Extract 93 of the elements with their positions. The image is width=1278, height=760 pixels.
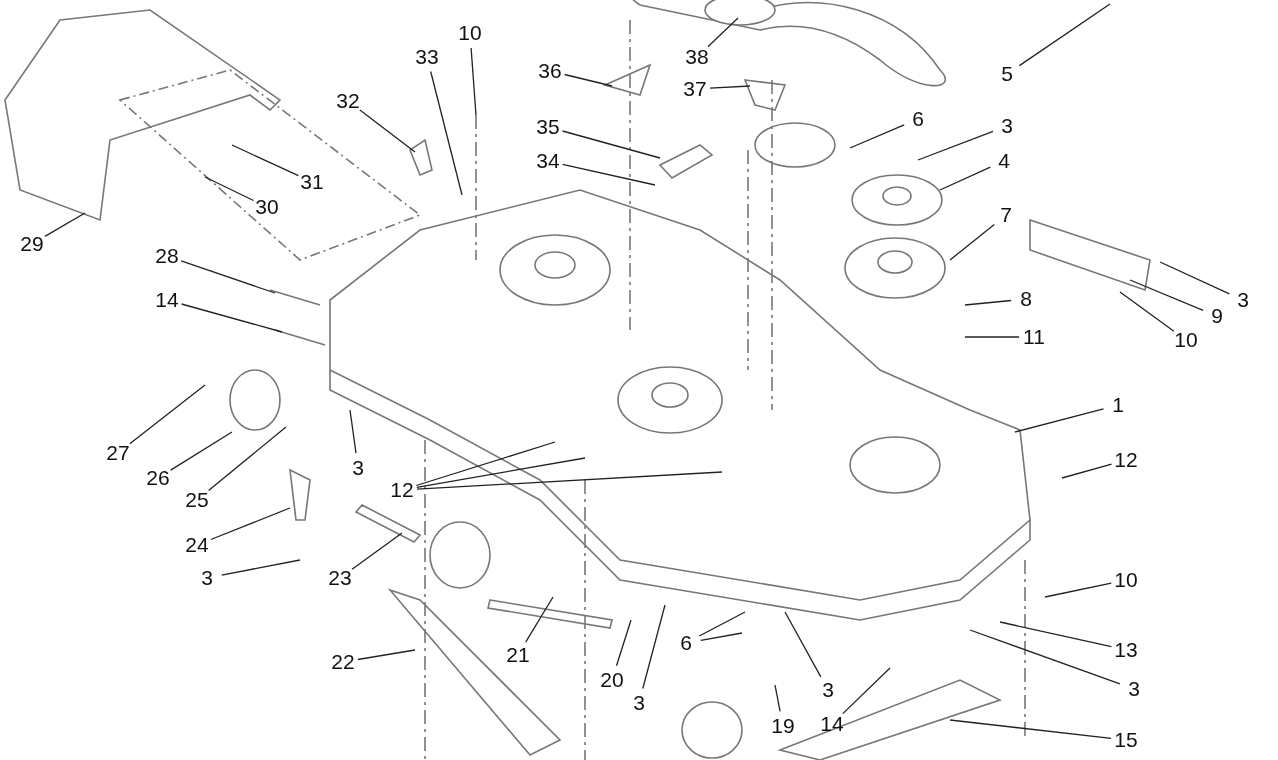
leader-line [1159,261,1231,295]
callout-number: 34 [535,150,561,172]
leader-line [180,303,283,333]
callout-number: 22 [330,651,356,673]
leader-line [1014,408,1105,433]
leader-line [430,70,463,196]
callout-number: 33 [414,46,440,68]
callout-number: 6 [679,632,693,654]
leader-line [774,684,781,712]
leader-line [416,457,586,489]
callout-number: 11 [1022,326,1046,348]
callout-number: 20 [599,669,625,691]
callout-number: 37 [682,78,708,100]
callout-number: 36 [537,60,563,82]
callout-number: 14 [819,713,845,735]
leader-line [964,336,1020,338]
leader-line [180,260,276,294]
callout-number: 10 [1173,329,1199,351]
callout-number: 10 [1113,569,1139,591]
callout-number: 29 [19,233,45,255]
callout-number: 13 [1113,639,1139,661]
callout-number: 3 [632,692,646,714]
callout-number: 7 [999,204,1013,226]
leader-line [1018,3,1111,67]
leader-line [416,471,723,490]
callout-number: 19 [770,715,796,737]
callout-number: 3 [1127,678,1141,700]
leader-line [359,109,416,153]
callout-number: 35 [535,116,561,138]
callout-number: 4 [997,150,1011,172]
callout-number: 12 [389,479,415,501]
callout-number: 25 [184,489,210,511]
callout-number: 3 [351,457,365,479]
leader-line [964,299,1012,306]
leader-line [221,559,301,576]
leader-line [707,17,739,48]
callout-number: 38 [684,46,710,68]
callout-number: 3 [1236,289,1250,311]
leader-line [949,223,995,261]
leader-line [207,426,287,492]
callout-number: 31 [299,171,325,193]
leader-line [525,596,554,643]
callout-number: 15 [1113,729,1139,751]
callout-number: 3 [1000,115,1014,137]
leader-line [784,611,822,678]
leader-line [204,176,255,202]
callout-number: 30 [254,196,280,218]
leader-line [709,85,751,89]
callout-number: 8 [1019,288,1033,310]
callout-number: 6 [911,108,925,130]
leader-line [1119,291,1175,332]
leader-line [1044,582,1112,598]
leader-line [949,719,1112,739]
leader-line [357,649,416,661]
leader-line [351,532,403,570]
leader-line [642,604,666,690]
leader-line [349,409,357,454]
leader-line [231,144,300,177]
leader-line [969,629,1121,685]
callout-number: 27 [105,442,131,464]
leader-line [615,619,632,667]
leader-line [563,73,613,87]
callout-number: 32 [335,90,361,112]
callout-number: 5 [1000,63,1014,85]
leader-line [210,507,291,541]
leader-line [939,166,991,191]
leader-line [849,124,905,149]
leader-line [170,431,233,471]
leader-line [999,621,1113,648]
callout-number: 24 [184,534,210,556]
callout-number: 21 [505,644,531,666]
leader-line [700,632,743,642]
callout-number: 14 [154,289,180,311]
leader-line [561,163,656,186]
leader-line [917,130,994,161]
leader-line [415,441,556,487]
callout-number: 23 [327,567,353,589]
leader-line [1129,279,1204,311]
leader-line [44,212,86,238]
leader-line [1061,463,1113,479]
leader-line [561,130,661,159]
callout-number: 1 [1111,394,1125,416]
callout-number: 26 [145,467,171,489]
leader-line [698,611,746,637]
leader-line [129,384,206,445]
callout-number: 9 [1210,305,1224,327]
callout-number: 12 [1113,449,1139,471]
callout-number: 3 [200,567,214,589]
callout-number: 28 [154,245,180,267]
leader-line [842,667,891,715]
callout-number: 3 [821,679,835,701]
callout-number: 10 [457,22,483,44]
leader-line [470,47,477,116]
